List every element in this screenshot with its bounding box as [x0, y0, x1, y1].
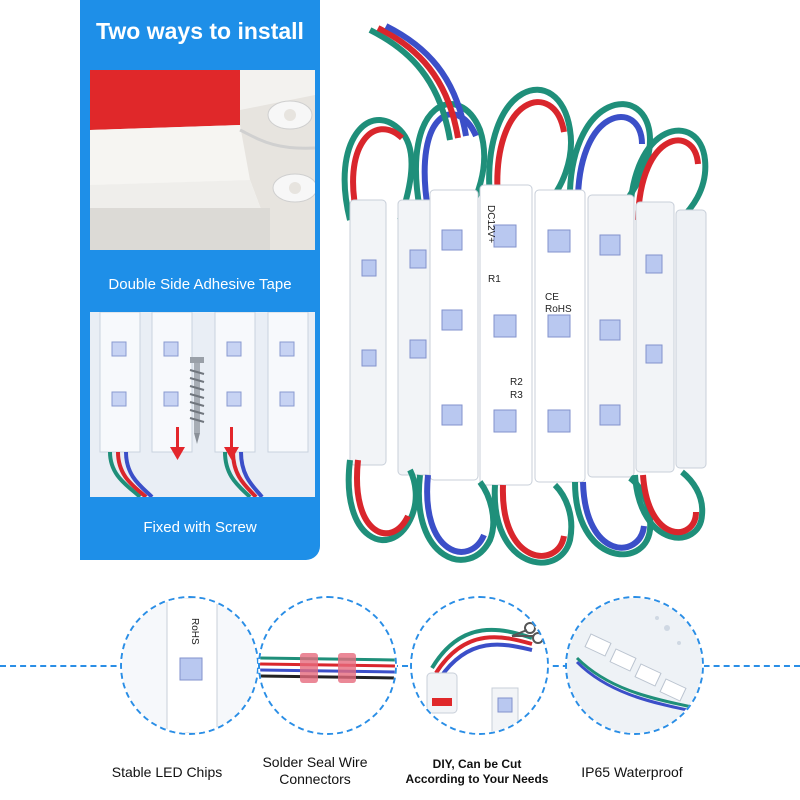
feature-circle-diy: [410, 596, 549, 735]
feature-connector-line: [0, 665, 800, 667]
feature-label-connectors: Solder Seal Wire Connectors: [262, 754, 368, 787]
led-modules-hero: DC12V+ R1 R2 R3 CE RoHS: [330, 20, 730, 590]
module-r3-text: R3: [510, 390, 523, 401]
feature-circle-chips: RoHS: [120, 596, 259, 735]
module-voltage-text: DC12V+: [485, 205, 496, 243]
svg-text:RoHS: RoHS: [189, 618, 200, 645]
led-module-row: [349, 184, 707, 486]
adhesive-tape-caption: Double Side Adhesive Tape: [108, 276, 292, 293]
feature-circle-waterproof: [565, 596, 704, 735]
feature-circle-connectors: [258, 596, 397, 735]
module-r1-text: R1: [488, 274, 501, 285]
adhesive-tape-photo: [90, 70, 315, 250]
feature-label-waterproof: IP65 Waterproof: [581, 764, 683, 780]
screw-photo: [90, 312, 315, 497]
feature-label-diy: DIY, Can be Cut According to Your Needs: [405, 757, 549, 786]
install-panel: Two ways to install Double Side Adhesive…: [80, 0, 320, 560]
module-rohs-text: RoHS: [545, 304, 572, 315]
arrow-down-icon: [170, 427, 239, 460]
panel-title: Two ways to install: [96, 18, 304, 44]
module-ce-text: CE: [545, 292, 559, 303]
screw-icon: [189, 357, 205, 444]
module-r2-text: R2: [510, 377, 523, 388]
screw-caption: Fixed with Screw: [143, 519, 257, 536]
feature-label-chips: Stable LED Chips: [111, 764, 223, 780]
